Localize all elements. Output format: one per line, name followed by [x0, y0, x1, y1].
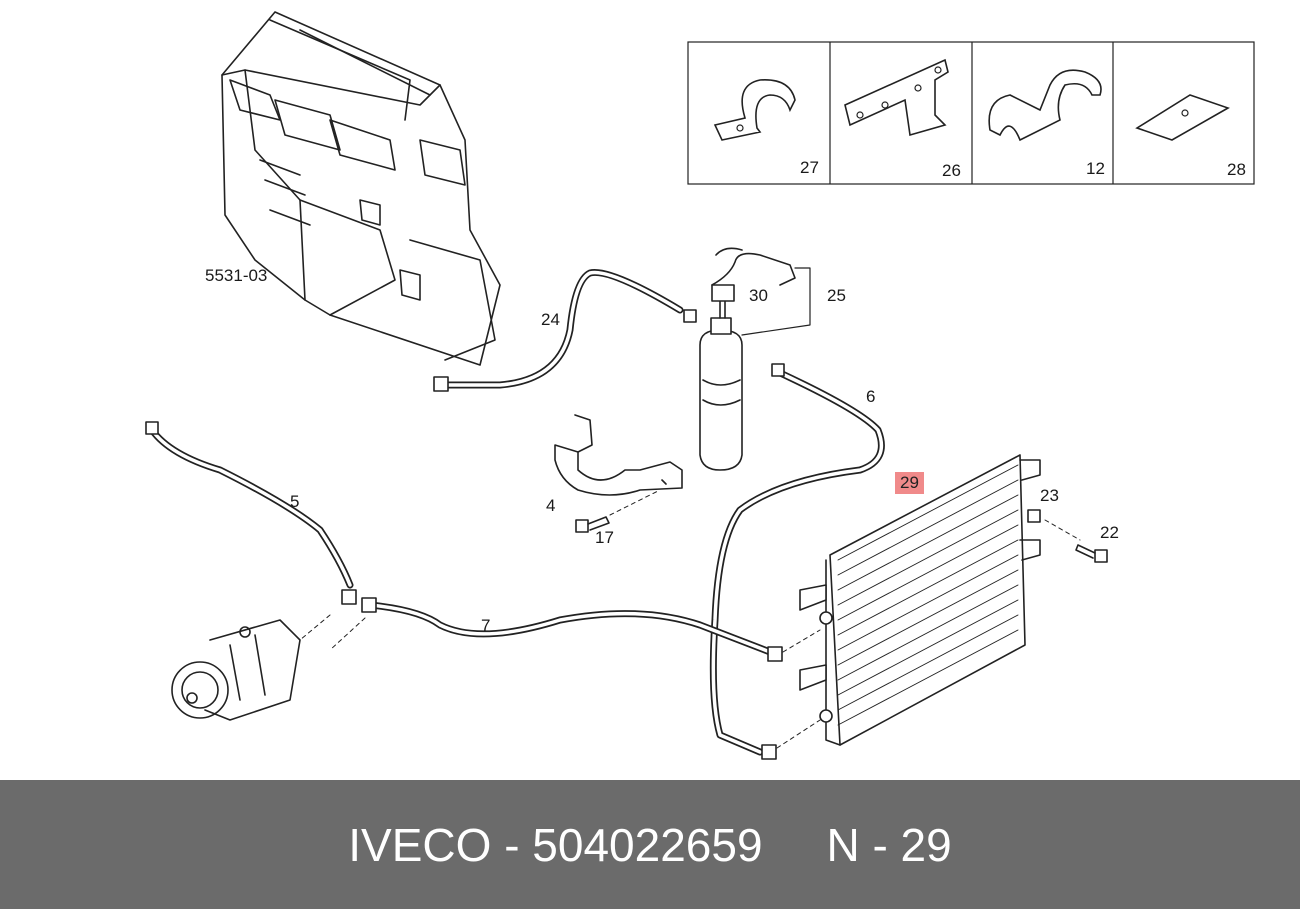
caption-text: IVECO - 504022659 N - 29: [348, 818, 952, 871]
inset-panel: [687, 41, 1255, 185]
compressor-drawing: [171, 619, 301, 721]
caption-bar: IVECO - 504022659 N - 29: [0, 780, 1300, 909]
receiver-drier-drawing: [699, 247, 796, 471]
label-part-17: 17: [595, 528, 614, 547]
inset-label-26: 26: [942, 161, 961, 180]
hvac-housing-drawing: [221, 11, 501, 366]
bolt-17-drawing: [575, 489, 661, 533]
label-part-24: 24: [541, 310, 560, 329]
hose-6-drawing: [709, 363, 885, 760]
label-part-30: 30: [749, 286, 768, 305]
highlighted-part-29[interactable]: 29: [895, 472, 924, 494]
parts-diagram: [145, 11, 1255, 760]
label-part-4: 4: [546, 496, 556, 515]
label-part-23: 23: [1040, 486, 1059, 505]
condenser-drawing: [799, 454, 1041, 746]
inset-label-27: 27: [800, 158, 819, 177]
hose-5-drawing: [145, 421, 357, 605]
hose-7-drawing: [299, 597, 821, 749]
label-part-6: 6: [866, 387, 876, 406]
hose-24-drawing: [433, 268, 697, 392]
nut-23-drawing: [1027, 509, 1081, 541]
label-part-22: 22: [1100, 523, 1119, 542]
label-part-25: 25: [827, 286, 846, 305]
inset-label-28: 28: [1227, 160, 1246, 179]
label-part-5: 5: [290, 492, 300, 511]
label-assembly-5531-03: 5531-03: [205, 266, 268, 285]
label-part-7: 7: [481, 616, 491, 635]
bracket-4-drawing: [554, 414, 683, 496]
inset-label-12: 12: [1086, 159, 1105, 178]
bolt-22-drawing: [1075, 544, 1108, 563]
